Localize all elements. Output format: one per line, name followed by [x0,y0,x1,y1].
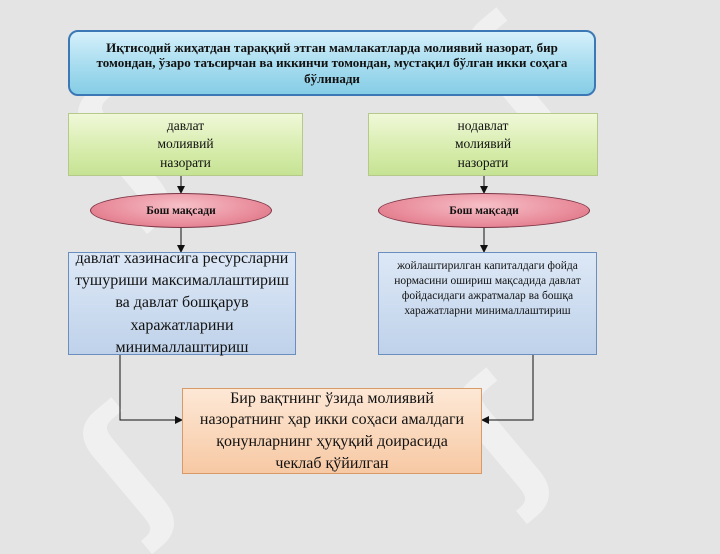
state-financial-control-text: давлат молиявий назорати [157,118,214,170]
left-purpose-text: давлат хазинасига ресурсларни тушуриши м… [75,249,289,357]
right-purpose-box: жойлаштирилган капиталдаги фойда нормаси… [378,252,597,355]
arrow-left-purpose-to-bottom [119,355,183,424]
arrow-right-purpose-to-bottom [481,355,534,424]
top-box: Иқтисодий жиҳатдан тараққий этган мамлак… [68,30,596,96]
right-main-goal-text: Бош мақсади [449,204,519,217]
bottom-conclusion-box: Бир вақтнинг ўзида молиявий назоратнинг … [182,388,482,474]
bottom-conclusion-text: Бир вақтнинг ўзида молиявий назоратнинг … [199,389,465,472]
left-main-goal-text: Бош мақсади [146,204,216,217]
right-purpose-text: жойлаштирилган капиталдаги фойда нормаси… [394,260,581,317]
connector-arrows [119,176,534,424]
state-financial-control-box: давлат молиявий назорати [68,113,303,176]
left-purpose-box: давлат хазинасига ресурсларни тушуриши м… [68,250,296,356]
top-box-text: Иқтисодий жиҳатдан тараққий этган мамлак… [96,39,568,86]
right-main-goal-ellipse: Бош мақсади [378,193,590,228]
left-main-goal-ellipse: Бош мақсади [90,193,272,228]
nonstate-financial-control-text: нодавлат молиявий назорати [454,118,512,170]
nonstate-financial-control-box: нодавлат молиявий назорати [368,113,598,176]
